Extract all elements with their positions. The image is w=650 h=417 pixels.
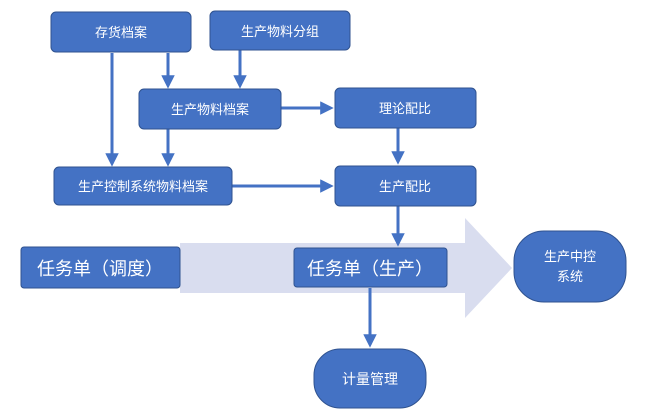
node-inventory-file-label: 存货档案 (95, 25, 147, 41)
connectors (105, 50, 405, 348)
node-metering: 计量管理 (313, 348, 427, 409)
node-central-control-label-line2: 系统 (557, 270, 583, 285)
node-material-file-label: 生产物料档案 (171, 103, 249, 118)
node-control-material-file-label: 生产控制系统物料档案 (78, 180, 208, 195)
node-central-control: 生产中控 系统 (513, 230, 627, 303)
node-theory-ratio: 理论配比 (334, 87, 477, 129)
node-task-production-label: 任务单（生产） (307, 259, 433, 280)
node-task-dispatch: 任务单（调度） (20, 246, 181, 289)
node-central-control-label-line1: 生产中控 (544, 250, 596, 265)
node-material-group-label: 生产物料分组 (241, 25, 319, 40)
node-task-production: 任务单（生产） (293, 247, 448, 288)
node-production-ratio: 生产配比 (334, 165, 477, 207)
node-material-file: 生产物料档案 (138, 88, 282, 130)
node-task-dispatch-label: 任务单（调度） (37, 259, 163, 280)
node-metering-label: 计量管理 (342, 372, 398, 388)
node-production-ratio-label: 生产配比 (379, 180, 431, 195)
node-control-material-file: 生产控制系统物料档案 (53, 166, 233, 206)
node-inventory-file: 存货档案 (50, 11, 192, 53)
node-material-group: 生产物料分组 (209, 10, 351, 51)
node-theory-ratio-label: 理论配比 (379, 102, 431, 117)
